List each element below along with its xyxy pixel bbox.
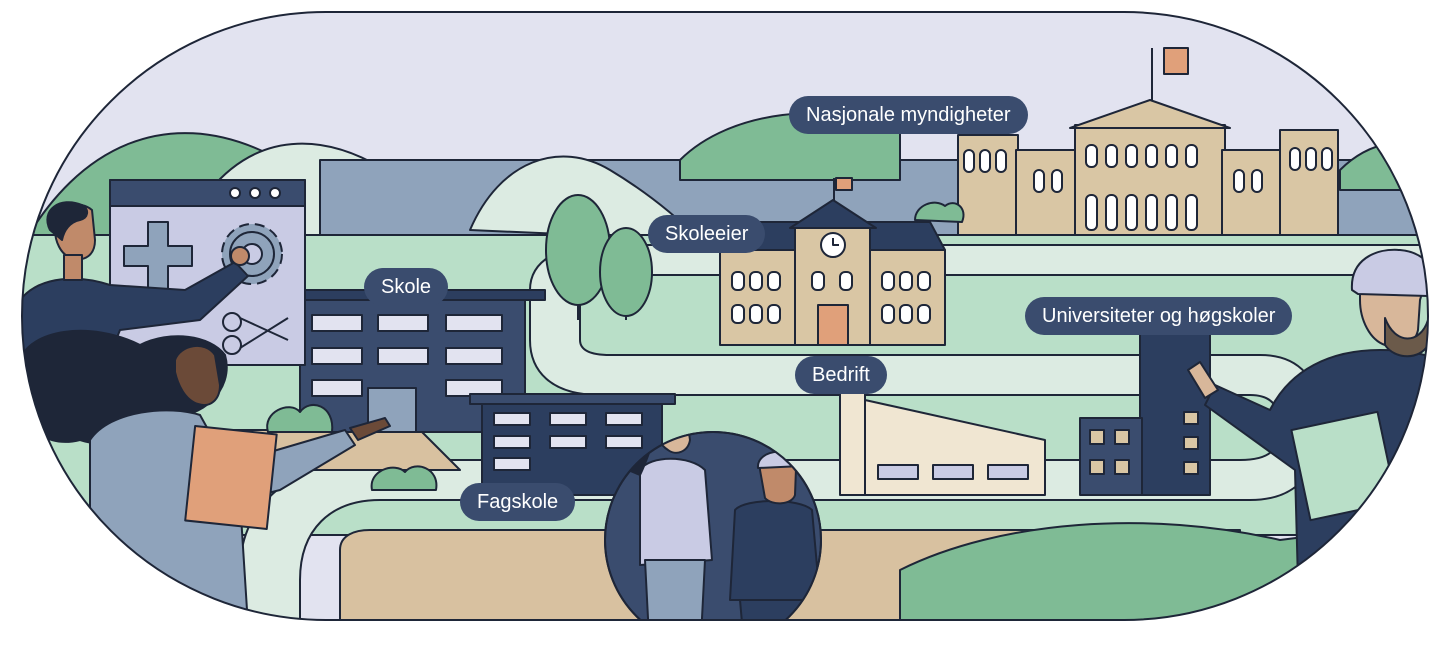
hard-hat-icon <box>1350 248 1428 297</box>
scissors-icon <box>222 312 289 355</box>
label-vocational-school: Fagskole <box>460 483 576 521</box>
label-universities: Universiteter og høgskoler <box>1025 297 1293 335</box>
clipboard-icon <box>1290 410 1398 522</box>
town-hall <box>719 177 946 346</box>
bush <box>266 403 334 433</box>
settings-window <box>109 179 306 366</box>
circle-vignette <box>604 431 822 620</box>
business-building <box>839 389 1046 496</box>
flag <box>835 177 853 191</box>
bush <box>370 465 438 491</box>
vocational-school-building <box>469 393 676 496</box>
hill-front-right <box>899 519 1428 620</box>
label-national-authorities: Nasjonale myndigheter <box>789 96 1028 134</box>
flag <box>1163 47 1189 75</box>
label-business: Bedrift <box>795 356 887 394</box>
label-school-owner: Skoleeier <box>648 215 766 253</box>
parliament-building <box>957 47 1339 236</box>
tree-group <box>545 194 653 320</box>
label-school: Skole <box>364 268 449 306</box>
person-woman-clipboard <box>22 329 391 620</box>
bush <box>914 201 965 223</box>
clipboard-icon <box>184 424 278 531</box>
